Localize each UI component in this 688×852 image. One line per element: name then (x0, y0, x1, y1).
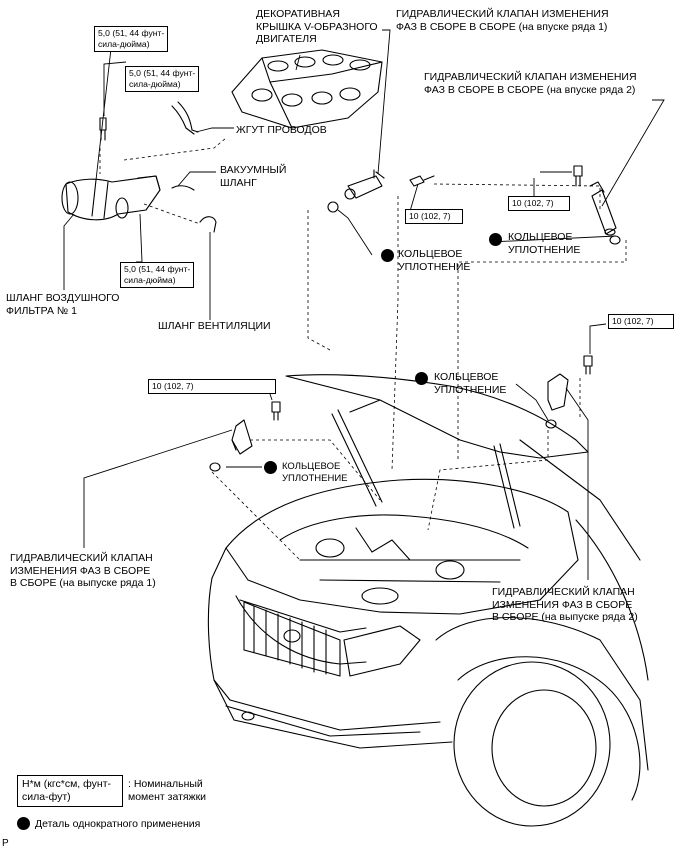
valve-intake1-drawing (344, 169, 385, 200)
legend-unit-description: : Номинальный момент затяжки (128, 778, 207, 803)
vent-hose-drawing (199, 216, 217, 233)
single-use-marker-1 (381, 249, 394, 262)
o-ring-shape-3 (209, 462, 221, 472)
torque-box-1: 5,0 (51, 44 фунт- сила-дюйма) (94, 26, 169, 52)
o-ring-shape-1 (327, 201, 339, 213)
o-ring-label-1: КОЛЬЦЕВОЕ УПЛОТНЕНИЕ (398, 248, 471, 273)
legend-unit-box: Н*м (кгс*см, фунт- сила-фут) (17, 775, 123, 807)
o-ring-label-2: КОЛЬЦЕВОЕ УПЛОТНЕНИЕ (508, 231, 581, 256)
o-ring-shape-2 (609, 235, 621, 245)
valve-exhaust1-drawing (231, 419, 253, 455)
valve-exhaust2-label: ГИДРАВЛИЧЕСКИЙ КЛАПАН ИЗМЕНЕНИЯ ФАЗ В СБ… (492, 586, 638, 623)
wire-harness-label: ЖГУТ ПРОВОДОВ (236, 124, 327, 136)
single-use-marker-2 (489, 233, 502, 246)
dashed-lines (99, 137, 627, 561)
torque-box-4: 10 (102, 7) (405, 209, 463, 224)
torque-box-7: 10 (102, 7) (608, 314, 674, 329)
valve-intake2-label: ГИДРАВЛИЧЕСКИЙ КЛАПАН ИЗМЕНЕНИЯ ФАЗ В СБ… (424, 71, 637, 96)
torque-box-5: 10 (102, 7) (508, 196, 570, 211)
torque-box-2: 5,0 (51, 44 фунт- сила-дюйма) (125, 66, 200, 92)
legend-single-use-text: Деталь однократного применения (35, 818, 201, 830)
vacuum-hose-drawing (171, 185, 195, 191)
engine-cover-label: ДЕКОРАТИВНАЯ КРЫШКА V-ОБРАЗНОГО ДВИГАТЕЛ… (256, 8, 378, 45)
bolt-shapes (99, 117, 593, 421)
torque-box-3: 5,0 (51, 44 фунт- сила-дюйма) (120, 262, 195, 288)
single-use-marker-3 (415, 372, 428, 385)
air-hose-drawing (61, 175, 161, 221)
legend-single-use-marker (17, 817, 30, 830)
o-ring-label-4: КОЛЬЦЕВОЕ УПЛОТНЕНИЕ (282, 461, 348, 484)
o-ring-label-3: КОЛЬЦЕВОЕ УПЛОТНЕНИЕ (434, 371, 507, 396)
figure-code: P (2, 838, 9, 849)
o-ring-shape-4 (545, 419, 557, 429)
air-filter-hose-label: ШЛАНГ ВОЗДУШНОГО ФИЛЬТРА № 1 (6, 292, 120, 317)
vacuum-hose-label: ВАКУУМНЫЙ ШЛАНГ (220, 164, 287, 189)
leader-lines (63, 29, 665, 580)
torque-box-6: 10 (102, 7) (148, 379, 276, 394)
valve-intake1-label: ГИДРАВЛИЧЕСКИЙ КЛАПАН ИЗМЕНЕНИЯ ФАЗ В СБ… (396, 8, 609, 33)
vent-hose-label: ШЛАНГ ВЕНТИЛЯЦИИ (158, 320, 271, 332)
valve-exhaust1-label: ГИДРАВЛИЧЕСКИЙ КЛАПАН ИЗМЕНЕНИЯ ФАЗ В СБ… (10, 552, 156, 589)
engine-cover-drawing (231, 49, 383, 129)
valve-exhaust2-drawing (547, 373, 569, 411)
single-use-marker-4 (264, 461, 277, 474)
wire-harness-drawing (171, 101, 199, 135)
valve-intake2-drawing (589, 181, 617, 236)
